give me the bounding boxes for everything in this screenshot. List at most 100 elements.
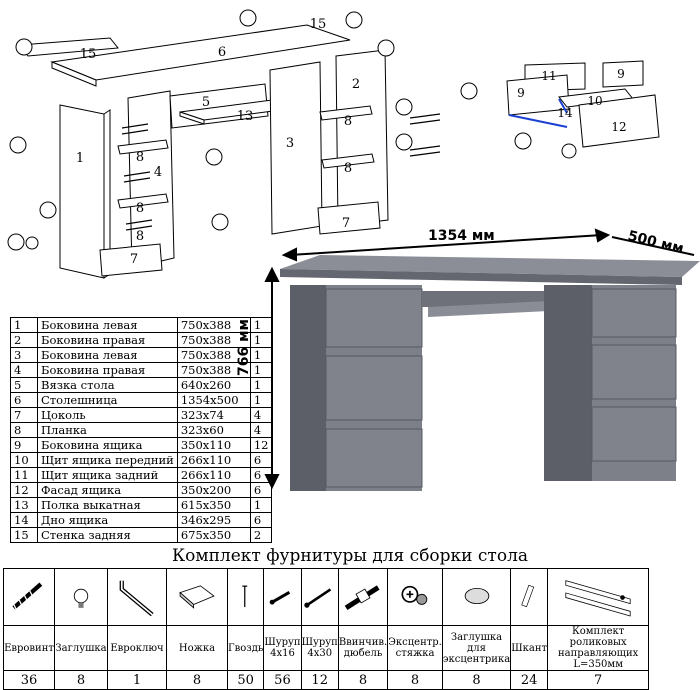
kit-item-name: Шуруп 4х30 (300, 625, 339, 671)
drawer-label-12: 12 (611, 120, 626, 134)
part-num: 14 (10, 512, 38, 528)
exploded-assembly-diagram: 1 2 3 4 5 6 7 7 8 8 8 8 8 13 15 15 (7, 9, 441, 279)
part-qty: 1 (249, 317, 273, 333)
kit-item-qty: 56 (263, 670, 302, 690)
kit-icon-cell (337, 568, 389, 626)
part-size: 750x388 (176, 332, 251, 348)
kit-item-name: Ножка (166, 625, 228, 671)
part-qty: 1 (249, 332, 273, 348)
kit-item-name: Эксцентр. стяжка (387, 625, 443, 671)
part-name: Столешница (37, 392, 178, 408)
part-name: Боковина ящика (37, 437, 178, 453)
cam-lock-icon (401, 585, 428, 605)
label-part-8: 8 (136, 201, 144, 216)
part-size: 750x388 (176, 317, 251, 333)
label-part-8: 8 (136, 229, 144, 244)
kit-item-qty: 8 (166, 670, 228, 690)
label-part-1: 1 (76, 151, 84, 166)
screw-long-icon (304, 587, 331, 608)
part-num: 15 (10, 527, 38, 543)
desk-3d-render (264, 228, 700, 491)
kit-item-qty: 7 (547, 670, 650, 690)
kit-icon-cell (387, 568, 443, 626)
part-qty: 1 (249, 362, 273, 378)
part-name: Боковина левая (37, 317, 178, 333)
part-qty: 1 (249, 497, 273, 513)
kit-icon-cell (54, 568, 108, 626)
euroscrew-icon (12, 582, 43, 612)
part-name: Боковина левая (37, 347, 178, 363)
kit-item-name: Шкант (510, 625, 549, 671)
kit-icon-cell (441, 568, 512, 626)
part-name: Стенка задняя (37, 527, 178, 543)
part-qty: 4 (249, 407, 273, 423)
kit-item-qty: 8 (337, 670, 389, 690)
part-size: 323x74 (176, 407, 251, 423)
part-size: 640x260 (176, 377, 251, 393)
part-num: 7 (10, 407, 38, 423)
drawer-slide-icon (565, 579, 631, 616)
kit-item-name: Евровинт (3, 625, 55, 671)
drawer-label-14: 14 (557, 106, 573, 120)
dowel-icon (344, 584, 380, 610)
label-part-7-right: 7 (342, 216, 350, 231)
kit-item-qty: 12 (300, 670, 339, 690)
part-num: 3 (10, 347, 38, 363)
part-qty: 6 (249, 512, 273, 528)
part-size: 615x350 (176, 497, 251, 513)
part-qty: 2 (249, 527, 273, 543)
kit-item-name: Ввинчив. дюбель (337, 625, 389, 671)
part-size: 323x60 (176, 422, 251, 438)
part-size: 750x388 (176, 362, 251, 378)
label-part-2: 2 (352, 77, 360, 92)
kit-icon-cell (226, 568, 265, 626)
part-name: Дно ящика (37, 512, 178, 528)
part-num: 9 (10, 437, 38, 453)
label-part-7-left: 7 (130, 252, 138, 267)
kit-item-name: Комплект роликовых направляющих L=350мм (547, 625, 650, 671)
cap-icon (73, 588, 89, 608)
kit-icon-cell (107, 568, 167, 626)
kit-item-qty: 1 (107, 670, 167, 690)
part-qty: 6 (249, 482, 273, 498)
part-name: Полка выкатная (37, 497, 178, 513)
part-name: Боковина правая (37, 362, 178, 378)
kit-item-qty: 50 (226, 670, 265, 690)
part-num: 13 (10, 497, 38, 513)
kit-item-qty: 36 (3, 670, 55, 690)
foot-icon (179, 584, 215, 609)
label-part-8: 8 (136, 150, 144, 165)
kit-item-qty: 8 (441, 670, 512, 690)
kit-item-qty: 8 (387, 670, 443, 690)
kit-item-name: Гвоздь (226, 625, 265, 671)
label-part-8: 8 (344, 161, 352, 176)
part-size: 675x350 (176, 527, 251, 543)
hex-key-icon (119, 580, 154, 616)
part-qty: 1 (249, 392, 273, 408)
part-name: Боковина правая (37, 332, 178, 348)
label-part-15: 15 (80, 47, 97, 62)
kit-item-name: Заглушка для эксцентрика (441, 625, 512, 671)
label-part-6: 6 (218, 45, 226, 60)
nail-icon (241, 585, 247, 607)
drawer-label-9: 9 (617, 67, 625, 81)
drawer-label-10: 10 (587, 94, 602, 108)
part-num: 8 (10, 422, 38, 438)
part-size: 350x110 (176, 437, 251, 453)
part-qty: 4 (249, 422, 273, 438)
kit-icon-cell (263, 568, 302, 626)
label-part-5: 5 (202, 95, 210, 110)
drawer-label-9: 9 (517, 86, 525, 100)
kit-icon-cell (510, 568, 549, 626)
kit-item-name: Заглушка (54, 625, 108, 671)
